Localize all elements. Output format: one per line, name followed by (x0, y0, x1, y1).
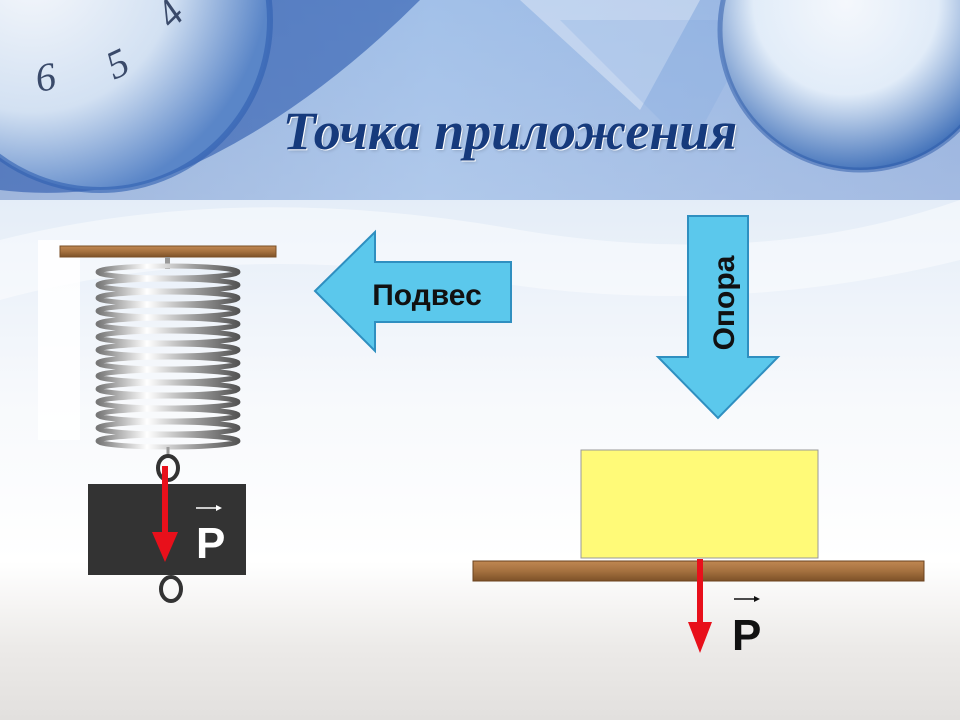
yellow-block (580, 449, 819, 559)
spring-hook (165, 257, 170, 269)
spring-force-vector-icon (196, 505, 222, 511)
spring-force-label: P (196, 519, 225, 568)
spring-coil (95, 263, 241, 450)
bottom-ring (159, 575, 183, 603)
support-arrow: Опора (655, 215, 781, 420)
spring-force-arrow (152, 466, 178, 562)
table-assembly: P (472, 449, 925, 660)
table-force-arrow (688, 559, 712, 653)
spring-assembly: P (38, 240, 277, 603)
table-force-label: P (732, 611, 761, 660)
slide-title: Точка приложения (282, 101, 738, 161)
table-force-vector-icon (734, 596, 760, 602)
ceiling-beam (59, 245, 277, 258)
support-label: Опора (708, 255, 741, 350)
suspension-label: Подвес (372, 279, 482, 312)
clock-face-icon (0, 0, 270, 190)
glass-orb-icon (720, 0, 960, 170)
suspension-arrow: Подвес (313, 229, 512, 354)
